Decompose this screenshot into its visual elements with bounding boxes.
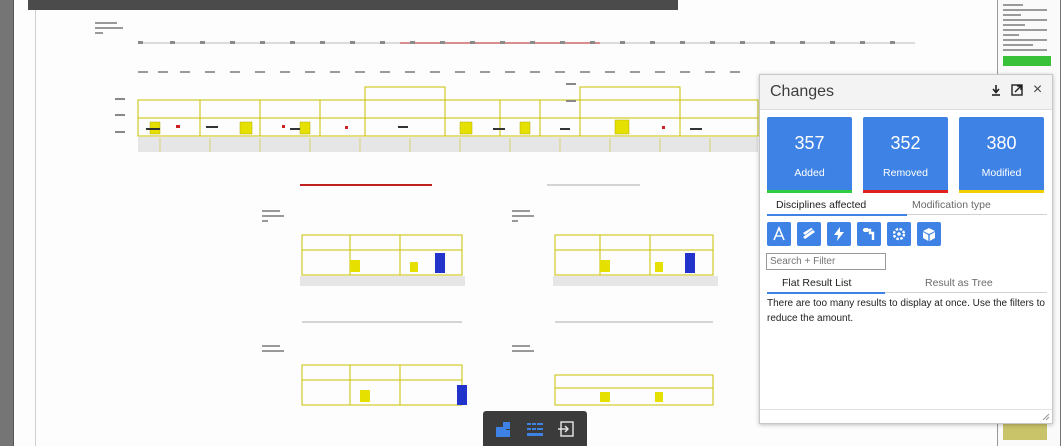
- added-card[interactable]: 357 Added: [767, 117, 852, 193]
- sheet-border: [35, 0, 991, 446]
- sheets-icon[interactable]: [522, 416, 548, 442]
- added-label: Added: [794, 167, 825, 179]
- model-browser-icon[interactable]: [491, 416, 517, 442]
- mechanical-icon[interactable]: [887, 222, 911, 246]
- exit-compare-icon[interactable]: [553, 416, 579, 442]
- tab-underline: [767, 214, 907, 216]
- added-count: 357: [794, 133, 825, 153]
- structural-icon[interactable]: [797, 222, 821, 246]
- tab-flat-result-list[interactable]: Flat Result List: [782, 277, 852, 289]
- plumbing-icon[interactable]: [857, 222, 881, 246]
- viewer-toolbar: [483, 411, 587, 446]
- close-icon[interactable]: ×: [1032, 81, 1043, 98]
- summary-cards: 357 Added 352 Removed 380 Modified: [767, 117, 1047, 193]
- result-tab-underline: [767, 292, 885, 294]
- modified-count: 380: [986, 133, 1017, 153]
- tab-modification-type[interactable]: Modification type: [912, 199, 991, 211]
- modified-card[interactable]: 380 Modified: [959, 117, 1044, 193]
- changes-panel: Changes × 357 Added 352 Removed 380 Modi…: [759, 74, 1053, 424]
- results-message: There are too many results to display at…: [767, 298, 1045, 324]
- filter-tabs: Disciplines affected Modification type: [767, 198, 1047, 216]
- discipline-icons: [767, 222, 941, 246]
- panel-title: Changes: [770, 83, 835, 100]
- tab-disciplines-affected[interactable]: Disciplines affected: [776, 199, 867, 211]
- modified-stripe: [959, 190, 1044, 193]
- removed-card[interactable]: 352 Removed: [863, 117, 948, 193]
- added-stripe: [767, 190, 852, 193]
- electrical-icon[interactable]: [827, 222, 851, 246]
- general-icon[interactable]: [917, 222, 941, 246]
- removed-stripe: [863, 190, 948, 193]
- popout-icon[interactable]: [1010, 83, 1023, 97]
- panel-footer: [760, 409, 1052, 423]
- sheet-top-frame: [28, 0, 678, 10]
- removed-count: 352: [890, 133, 921, 153]
- result-tabs: Flat Result List Result as Tree: [767, 276, 1047, 294]
- removed-label: Removed: [883, 167, 928, 179]
- modified-label: Modified: [981, 167, 1022, 179]
- download-icon[interactable]: [989, 83, 1002, 97]
- search-filter-input[interactable]: [766, 253, 886, 270]
- architecture-icon[interactable]: [767, 222, 791, 246]
- resize-handle-icon[interactable]: [1042, 413, 1050, 421]
- tab-result-as-tree[interactable]: Result as Tree: [925, 277, 993, 289]
- panel-header: Changes ×: [760, 75, 1052, 110]
